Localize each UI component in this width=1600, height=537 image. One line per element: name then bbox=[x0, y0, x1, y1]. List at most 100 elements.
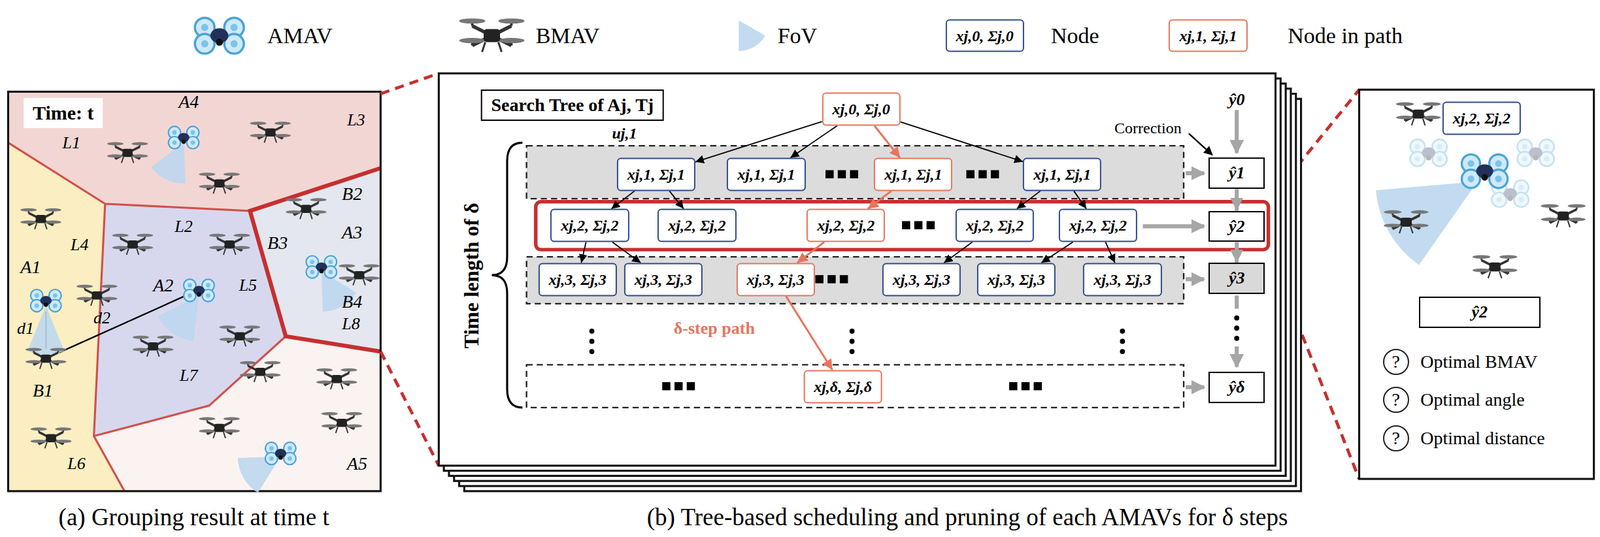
amav-icon bbox=[190, 130, 196, 135]
bmav-icon bbox=[101, 300, 104, 306]
tree-edge bbox=[1016, 190, 1041, 209]
zoom-lines bbox=[380, 73, 439, 94]
amav-icon bbox=[1426, 154, 1432, 161]
amav-icon bbox=[1481, 173, 1488, 181]
bmav-icon bbox=[50, 360, 67, 364]
annotation-text: Optimal BMAV bbox=[1420, 351, 1538, 373]
amav-icon bbox=[1436, 143, 1442, 150]
bmav-icon bbox=[239, 361, 281, 383]
amav-icon bbox=[201, 40, 209, 48]
bmav-icon bbox=[223, 417, 240, 421]
bmav-icon bbox=[1410, 226, 1413, 234]
question-circle: ? bbox=[1383, 425, 1410, 452]
estimate-box: ŷ2 bbox=[1418, 296, 1541, 329]
bmav-icon bbox=[338, 276, 355, 280]
bmav-icon bbox=[25, 348, 67, 370]
amav-icon bbox=[172, 130, 178, 135]
tree-node: xj,1, Σj,1 bbox=[726, 158, 806, 192]
node-text: ? bbox=[1392, 428, 1400, 450]
bmav-icon bbox=[321, 424, 338, 428]
bmav-icon bbox=[265, 128, 276, 137]
legend-text: Node bbox=[1050, 23, 1100, 49]
bmav-icon bbox=[25, 348, 42, 352]
bmav-icon bbox=[1540, 203, 1586, 227]
bmav-icon bbox=[363, 276, 380, 280]
ellipsis-mark bbox=[815, 275, 823, 284]
amav-icon bbox=[187, 283, 193, 288]
bmav-icon bbox=[1422, 118, 1425, 126]
stacked-frames bbox=[438, 73, 1301, 492]
bmav-icon bbox=[1396, 102, 1414, 106]
amav-icon bbox=[328, 269, 333, 275]
grouping-map bbox=[7, 91, 381, 491]
amav-icon bbox=[1518, 184, 1524, 191]
tree-edge bbox=[790, 125, 837, 158]
bmav-icon bbox=[54, 442, 57, 449]
bmav-icon bbox=[40, 354, 51, 363]
estimate-arrows bbox=[1185, 277, 1204, 282]
bmav-icon bbox=[126, 249, 129, 255]
bmav-icon bbox=[1499, 268, 1517, 272]
amav-icon bbox=[1507, 196, 1513, 202]
amav-icon bbox=[1522, 143, 1528, 150]
level-bands bbox=[535, 201, 1269, 250]
bmav-icon bbox=[345, 427, 348, 434]
amav-icon bbox=[196, 292, 202, 297]
bmav-icon bbox=[132, 335, 174, 357]
bmav-icon bbox=[243, 337, 261, 342]
node-text: xj,1, Σj,1 bbox=[884, 165, 942, 185]
vertical-dots bbox=[1233, 315, 1240, 321]
bmav-icon bbox=[156, 335, 174, 340]
map-label: A3 bbox=[341, 222, 363, 244]
amav-icon bbox=[215, 38, 223, 46]
vertical-dots bbox=[589, 328, 595, 334]
map-label: L7 bbox=[179, 366, 198, 386]
bmav-icon bbox=[1422, 102, 1441, 106]
bmav-icon bbox=[223, 249, 226, 255]
node-text: xj,3, Σj,3 bbox=[634, 269, 693, 289]
fov-wedge bbox=[158, 295, 200, 342]
map-label: L3 bbox=[347, 110, 365, 131]
tree-edge bbox=[1234, 188, 1239, 211]
bmav-icon bbox=[131, 154, 148, 158]
amav-icon bbox=[1415, 156, 1421, 162]
bmav-icon bbox=[101, 284, 118, 289]
tree-edge bbox=[797, 241, 825, 263]
bmav-icon bbox=[250, 121, 267, 125]
ellipsis-mark bbox=[686, 382, 695, 391]
bmav-icon bbox=[107, 141, 124, 146]
bmav-icon bbox=[1413, 109, 1425, 119]
amav-icon bbox=[168, 126, 200, 149]
annotation-text: Optimal distance bbox=[1420, 428, 1546, 450]
map-label: L4 bbox=[70, 235, 89, 255]
node-text: xj,3, Σj,3 bbox=[987, 269, 1046, 289]
bmav-icon bbox=[330, 383, 333, 389]
amav-icon bbox=[1436, 156, 1442, 162]
estimate-box: ŷ1 bbox=[1208, 157, 1265, 189]
bmav-icon bbox=[25, 360, 42, 364]
estimate-box: ŷδ bbox=[1208, 371, 1265, 404]
map-label: B2 bbox=[341, 183, 363, 205]
bmav-icon bbox=[30, 427, 72, 449]
bmav-icon bbox=[1540, 217, 1559, 221]
amav-icon bbox=[205, 293, 211, 299]
annotation-text: Correction bbox=[1114, 119, 1182, 138]
amav-icon bbox=[328, 259, 333, 265]
node-text: xj,3, Σj,3 bbox=[746, 269, 804, 289]
ellipsis-mark bbox=[825, 169, 834, 178]
bmav-icon bbox=[112, 233, 153, 255]
tree-node: xj,2, Σj,2 bbox=[1442, 101, 1521, 136]
map-label: A5 bbox=[347, 453, 368, 475]
bmav-icon bbox=[131, 156, 134, 163]
amav-icon bbox=[194, 17, 244, 54]
bmav-icon bbox=[1567, 203, 1586, 208]
amav-icon bbox=[309, 269, 315, 275]
bmav-icon bbox=[233, 246, 251, 250]
node-text: xj,2, Σj,2 bbox=[1452, 109, 1511, 129]
amav-icon bbox=[183, 279, 215, 302]
bmav-icon bbox=[239, 361, 257, 365]
bmav-icon bbox=[209, 233, 250, 255]
bmav-icon bbox=[1499, 254, 1517, 259]
amav-icon bbox=[1543, 156, 1550, 162]
